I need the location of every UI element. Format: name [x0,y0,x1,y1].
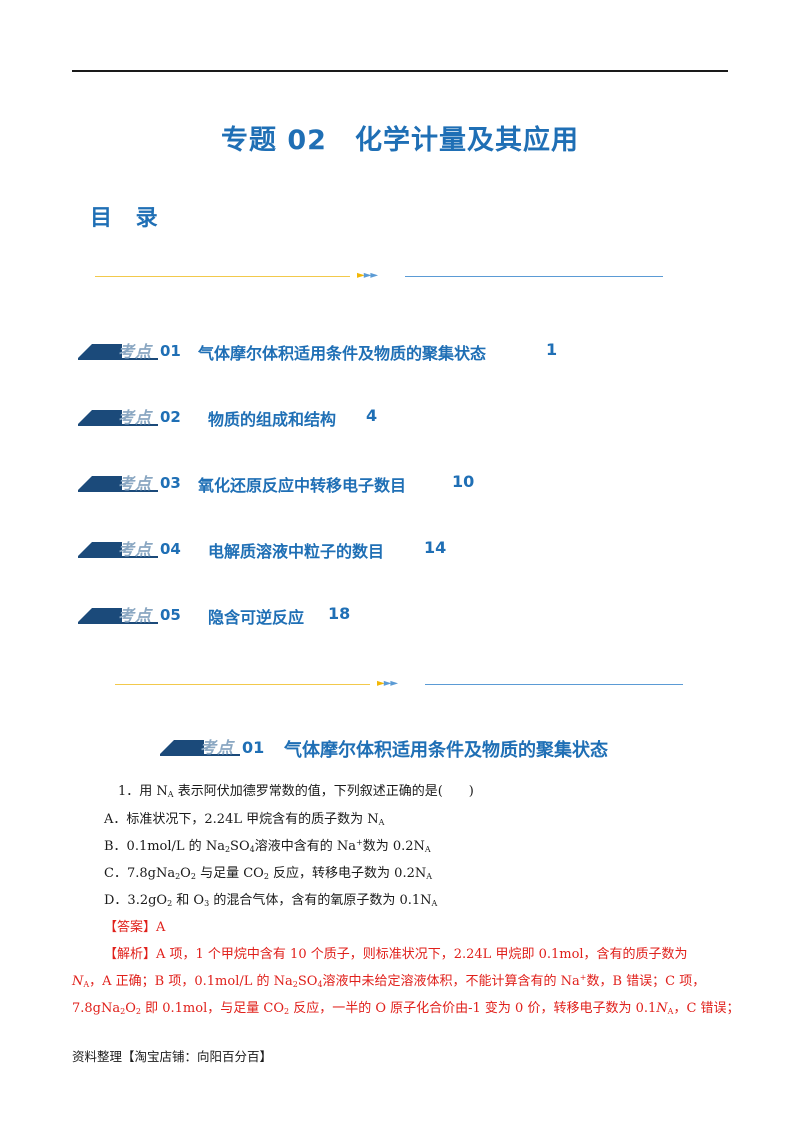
analysis-line-3: 7.8gNa2O2 即 0.1mol，与足量 CO2 反应，一半的 O 原子化合… [72,1001,740,1016]
kaodian-badge: 考点 [160,736,250,760]
toc-number: 05 [160,606,181,624]
section-heading: 考点 01 气体摩尔体积适用条件及物质的聚集状态 [160,736,680,764]
top-rule [72,70,728,72]
toc-number: 02 [160,408,181,426]
option-c: C．7.8gNa2O2 与足量 CO2 反应，转移电子数为 0.2NA [104,866,433,881]
toc-item[interactable]: 考点 02 物质的组成和结构 4 [78,406,598,432]
question-stem: 1．用 NA 表示阿伏加德罗常数的值，下列叙述正确的是( ) [118,784,474,799]
kaodian-badge: 考点 [78,406,168,430]
toc-number: 04 [160,540,181,558]
toc-item[interactable]: 考点 03 氧化还原反应中转移电子数目 10 [78,472,598,498]
toc-number: 01 [160,342,181,360]
analysis-line-1: 【解析】A 项，1 个甲烷中含有 10 个质子，则标准状况下，2.24L 甲烷即… [104,947,688,962]
option-d: D．3.2gO2 和 O3 的混合气体，含有的氧原子数为 0.1NA [104,893,438,908]
arrows-icon: ►►► [357,270,378,281]
option-b: B．0.1mol/L 的 Na2SO4溶液中含有的 Na+数为 0.2NA [104,838,431,854]
kaodian-badge: 考点 [78,472,168,496]
footer-note: 资料整理【淘宝店铺：向阳百分百】 [72,1049,273,1064]
section-number: 01 [242,738,265,757]
kaodian-badge: 考点 [78,604,168,628]
toc-number: 03 [160,474,181,492]
toc-page: 1 [546,340,558,359]
toc-text: 气体摩尔体积适用条件及物质的聚集状态 [198,344,487,363]
arrows-icon: ►►► [377,678,398,689]
toc-text: 氧化还原反应中转移电子数目 [198,476,407,495]
toc-page: 4 [366,406,378,425]
toc-text: 物质的组成和结构 [208,410,337,429]
toc-item[interactable]: 考点 01 气体摩尔体积适用条件及物质的聚集状态 1 [78,340,598,366]
kaodian-badge: 考点 [78,538,168,562]
answer: 【答案】A [104,920,166,935]
divider-bottom: ►►► [115,678,685,690]
toc-item[interactable]: 考点 04 电解质溶液中粒子的数目 14 [78,538,598,564]
toc-item[interactable]: 考点 05 隐含可逆反应 18 [78,604,598,630]
divider-top: ►►► [95,270,665,282]
option-a: A．标准状况下，2.24L 甲烷含有的质子数为 NA [104,812,385,827]
toc-heading: 目 录 [90,206,166,231]
page-title: 专题 02 化学计量及其应用 [221,125,579,156]
toc-page: 10 [452,472,475,491]
toc-page: 18 [328,604,351,623]
kaodian-badge: 考点 [78,340,168,364]
toc-text: 电解质溶液中粒子的数目 [208,542,385,561]
toc-text: 隐含可逆反应 [208,608,305,627]
toc-page: 14 [424,538,447,557]
analysis-line-2: NA，A 正确；B 项，0.1mol/L 的 Na2SO4溶液中未给定溶液体积，… [72,973,706,989]
section-title: 气体摩尔体积适用条件及物质的聚集状态 [284,740,608,761]
